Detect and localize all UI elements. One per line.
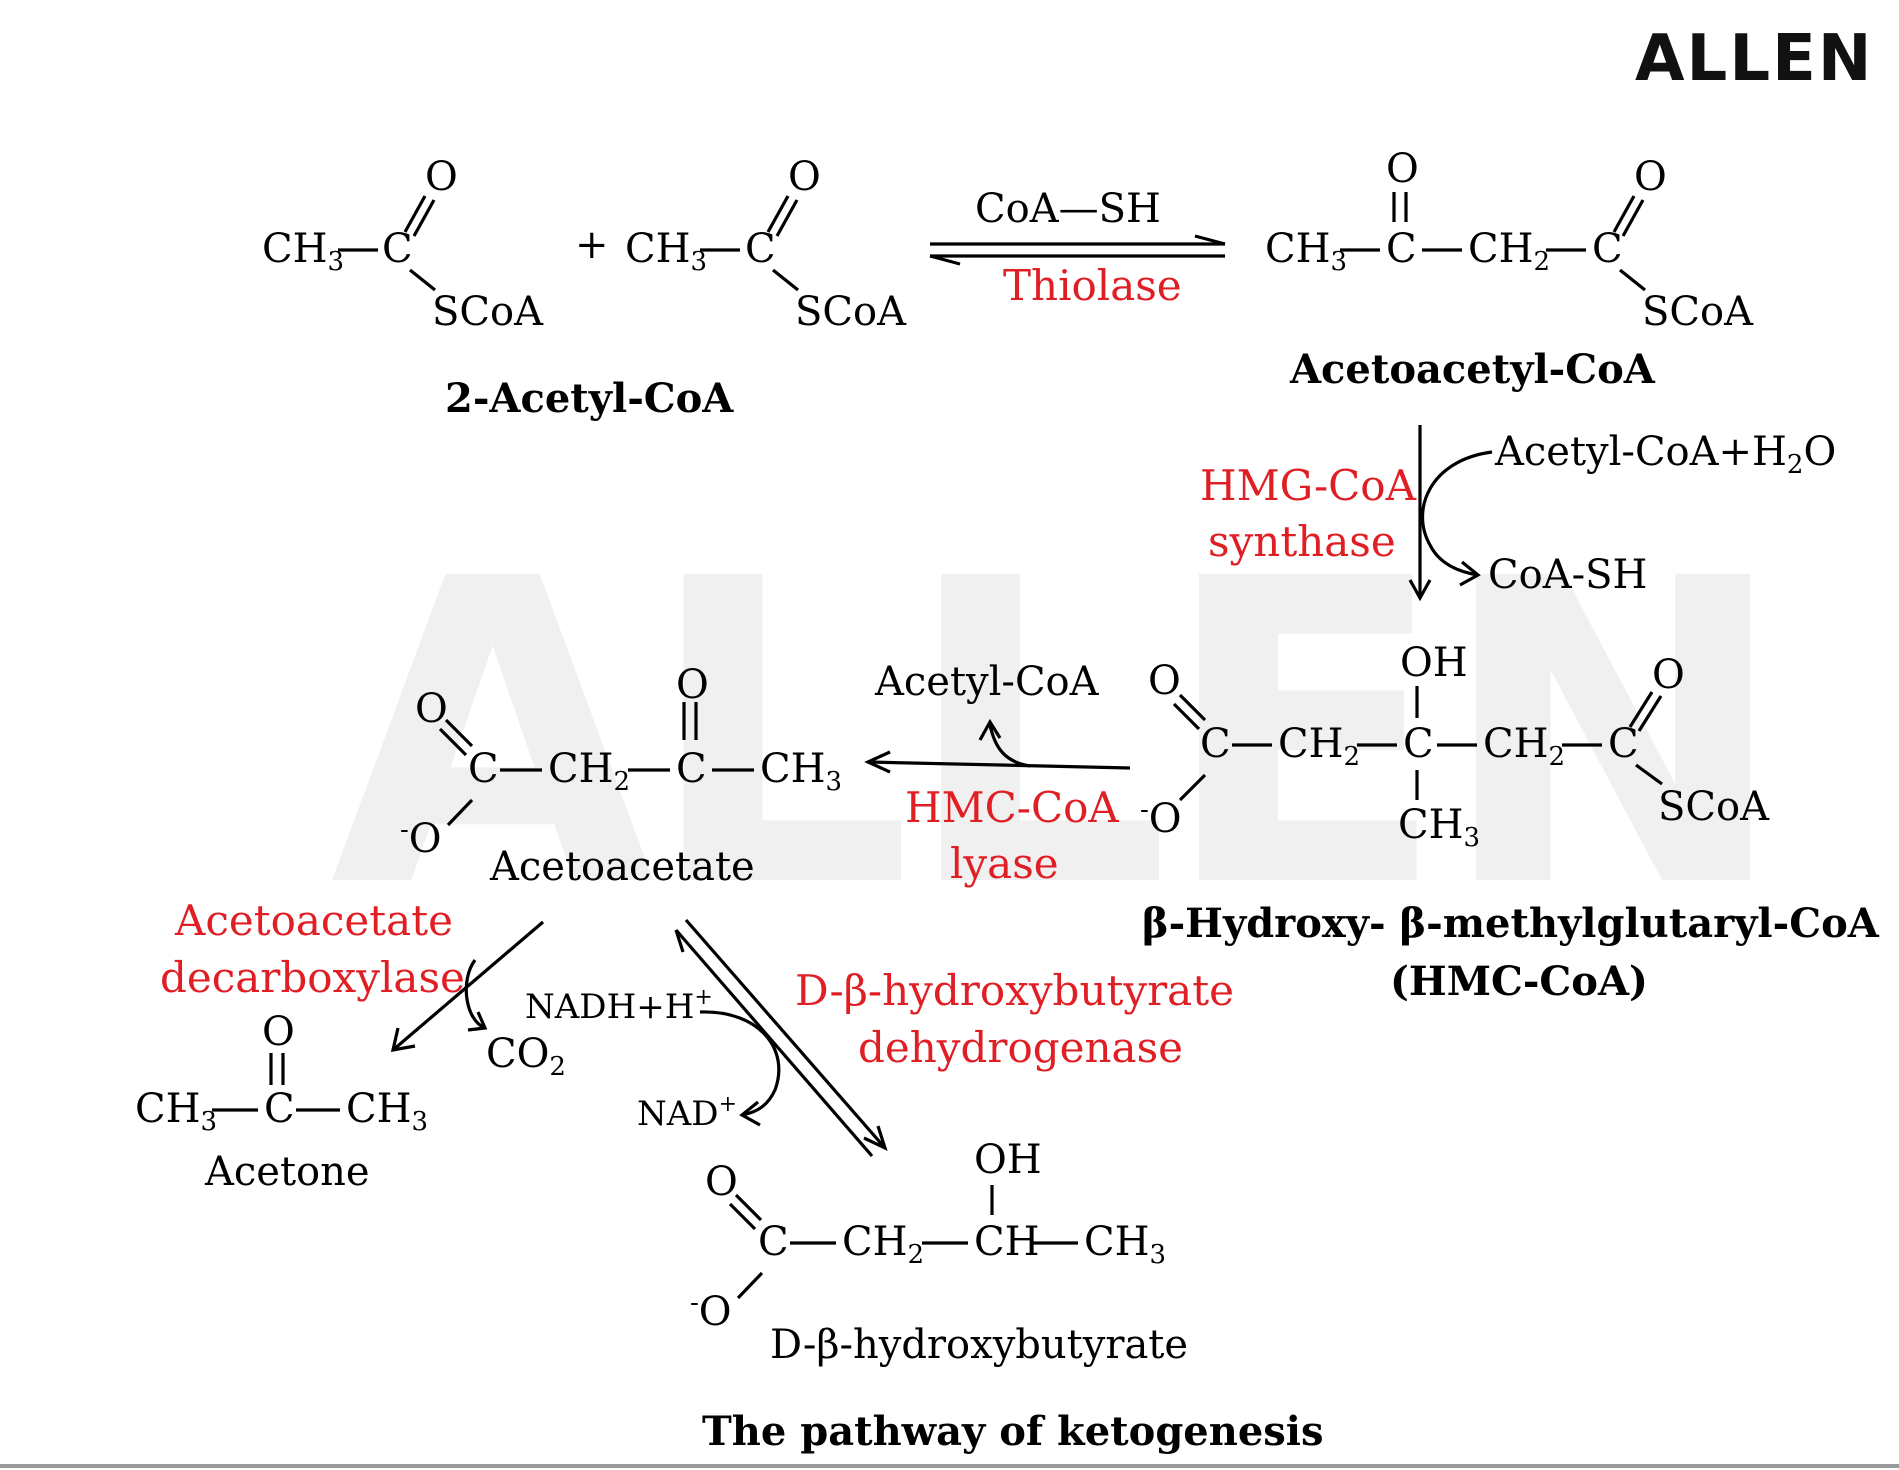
svg-text:C: C: [1608, 721, 1639, 767]
acetyl-coa-h2o: Acetyl-CoA+H2O: [1494, 429, 1836, 480]
svg-text:CH3: CH3: [262, 226, 344, 277]
svg-text:O: O: [262, 1009, 295, 1055]
svg-text:OH: OH: [974, 1137, 1042, 1183]
svg-text:-O: -O: [1140, 795, 1182, 842]
svg-text:CH2: CH2: [1278, 721, 1360, 772]
coa-sh-top: CoA—SH: [975, 186, 1161, 232]
coa-sh-release: CoA-SH: [1488, 552, 1647, 598]
label-acetone: Acetone: [204, 1149, 370, 1195]
svg-text:C: C: [1386, 226, 1417, 272]
nadh-h: NADH+H+: [525, 985, 713, 1027]
svg-text:O: O: [1634, 154, 1667, 200]
enzyme-decarboxylase-1: Acetoacetate: [174, 896, 453, 945]
label-acetoacetate: Acetoacetate: [489, 844, 755, 890]
enzyme-thiolase: Thiolase: [1003, 261, 1182, 310]
label-2-acetyl-coa: 2-Acetyl-CoA: [445, 375, 734, 422]
enzyme-hmg-synthase-2: synthase: [1208, 517, 1396, 566]
enzyme-dehydrogenase-2: dehydrogenase: [858, 1023, 1183, 1072]
svg-text:C: C: [264, 1086, 295, 1132]
svg-text:CH: CH: [974, 1219, 1040, 1265]
svg-text:CH3: CH3: [1398, 802, 1480, 853]
svg-text:O: O: [425, 154, 458, 200]
svg-text:CH3: CH3: [346, 1086, 428, 1137]
svg-text:C: C: [758, 1219, 789, 1265]
hmc-lyase-arrow: [864, 718, 1131, 774]
svg-text:O: O: [1652, 652, 1685, 698]
svg-text:O: O: [415, 686, 448, 732]
acetone: O CH3 C CH3: [135, 1009, 428, 1137]
svg-text:C: C: [745, 226, 776, 272]
svg-text:C: C: [1200, 721, 1231, 767]
svg-text:O: O: [1148, 658, 1181, 704]
svg-text:O: O: [676, 662, 709, 708]
acetyl-coa-2: CH3 C O SCoA: [625, 154, 907, 335]
watermark: ALLEN: [330, 491, 1779, 980]
svg-text:SCoA: SCoA: [1642, 289, 1754, 335]
svg-text:CH2: CH2: [548, 746, 630, 797]
enzyme-hmg-synthase-1: HMG-CoA: [1200, 461, 1417, 510]
svg-text:C: C: [676, 746, 707, 792]
d-beta-hydroxybutyrate: O C -O CH2 CH OH CH3: [690, 1137, 1166, 1335]
svg-text:-O: -O: [400, 815, 442, 862]
label-hmg-coa: β-Hydroxy- β-methylglutaryl-CoA: [1142, 900, 1880, 947]
svg-text:CH2: CH2: [842, 1219, 924, 1270]
decarboxylase-arrow: [390, 920, 545, 1053]
svg-text:C: C: [468, 746, 499, 792]
svg-text:-O: -O: [690, 1288, 732, 1335]
enzyme-hmc-lyase-2: lyase: [950, 839, 1059, 888]
svg-text:CH2: CH2: [1483, 721, 1565, 772]
svg-text:CH3: CH3: [1084, 1219, 1166, 1270]
nad-plus: NAD+: [637, 1092, 737, 1134]
enzyme-hmc-lyase-1: HMC-CoA: [905, 783, 1119, 832]
acetyl-coa-released: Acetyl-CoA: [874, 659, 1100, 705]
svg-text:CH2: CH2: [1468, 226, 1550, 277]
dehydrogenase-equilibrium-arrow: [674, 918, 888, 1158]
enzyme-dehydrogenase-1: D-β-hydroxybutyrate: [795, 966, 1234, 1015]
acetyl-coa-1: CH3 C O SCoA: [262, 154, 544, 335]
label-hmc-coa-abbr: (HMC-CoA): [1390, 958, 1648, 1005]
svg-text:SCoA: SCoA: [1658, 784, 1770, 830]
svg-text:C: C: [1403, 721, 1434, 767]
svg-text:CH3: CH3: [135, 1086, 217, 1137]
svg-text:CH3: CH3: [1265, 226, 1347, 277]
plus-sign: +: [575, 222, 609, 268]
hmg-coa: O C -O CH2 C OH CH3 CH2 C O SCoA: [1140, 640, 1770, 853]
svg-text:O: O: [1386, 146, 1419, 192]
hmg-synthase-arrow: [1408, 425, 1493, 602]
co2-released: CO2: [486, 1031, 566, 1082]
svg-text:C: C: [1592, 226, 1623, 272]
thiolase-equilibrium-arrow: [929, 234, 1226, 266]
allen-logo: ALLEN: [1635, 22, 1873, 96]
svg-text:CH3: CH3: [760, 746, 842, 797]
enzyme-decarboxylase-2: decarboxylase: [160, 953, 465, 1002]
diagram-caption: The pathway of ketogenesis: [702, 1408, 1324, 1455]
label-acetoacetyl-coa: Acetoacetyl-CoA: [1289, 346, 1656, 393]
svg-text:O: O: [705, 1159, 738, 1205]
svg-text:SCoA: SCoA: [795, 289, 907, 335]
svg-text:CH3: CH3: [625, 226, 707, 277]
acetoacetyl-coa: CH3 C O CH2 C O SCoA: [1265, 146, 1754, 335]
acetoacetate: O C -O CH2 C O CH3: [400, 662, 842, 862]
svg-text:C: C: [382, 226, 413, 272]
svg-text:SCoA: SCoA: [432, 289, 544, 335]
label-d-beta-hydroxybutyrate: D-β-hydroxybutyrate: [770, 1322, 1188, 1368]
svg-text:OH: OH: [1400, 640, 1468, 686]
svg-text:O: O: [788, 154, 821, 200]
